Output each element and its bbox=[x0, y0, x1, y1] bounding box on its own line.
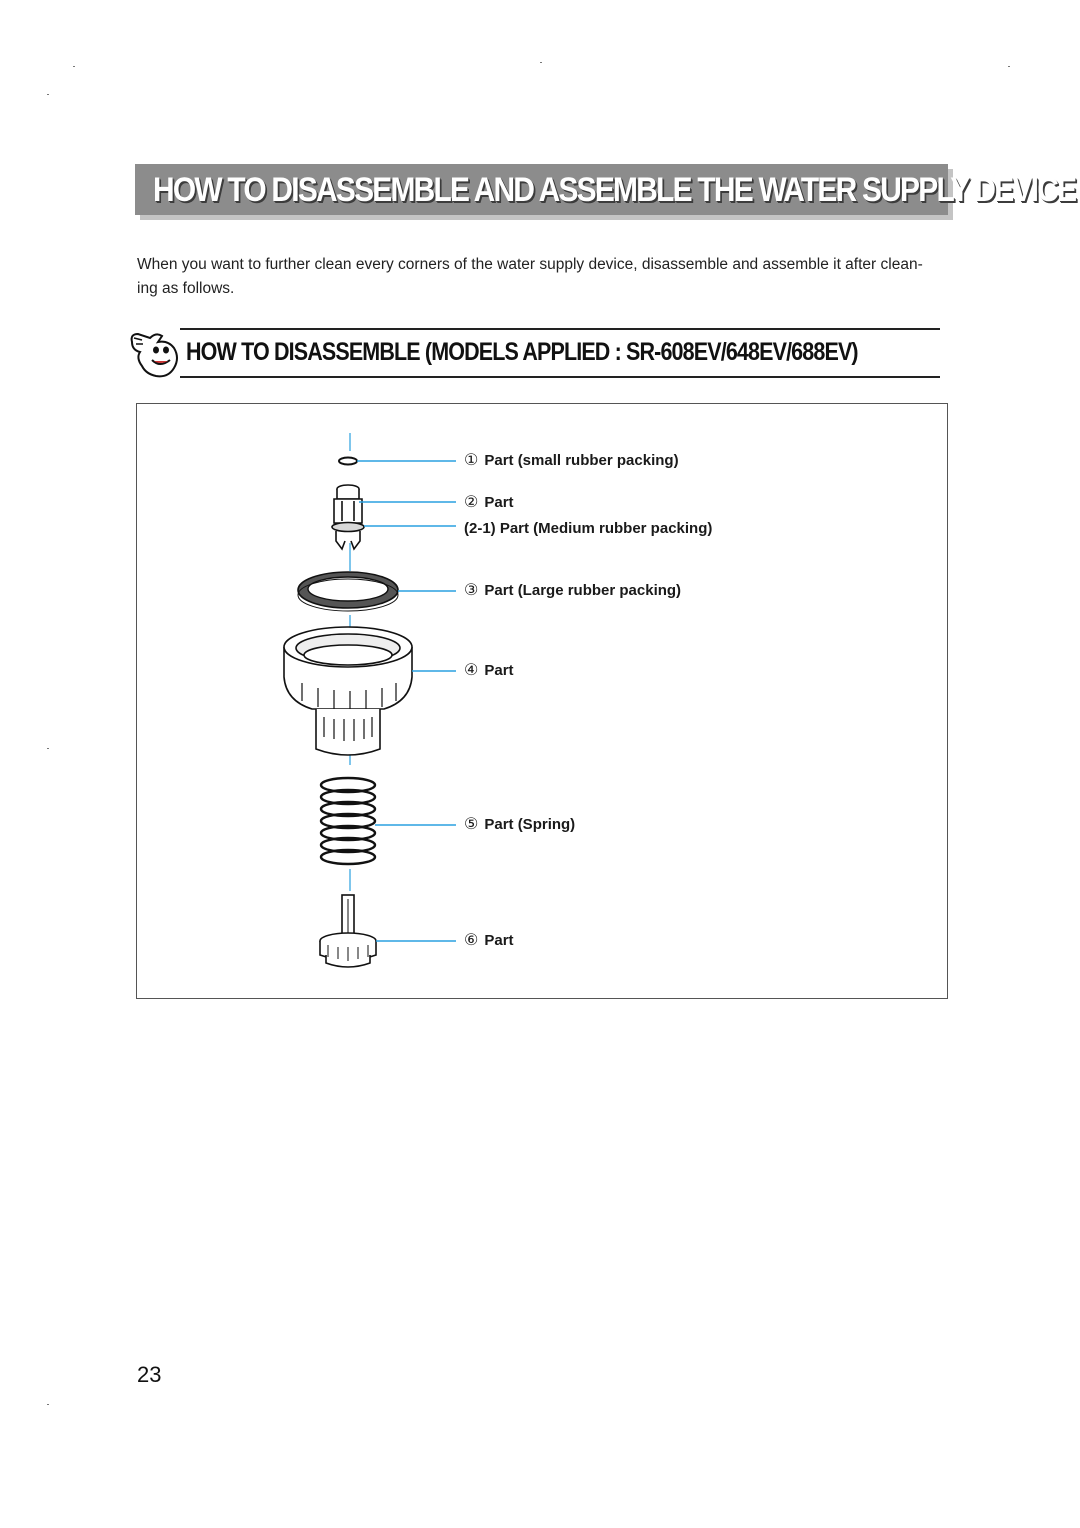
spring-drawing bbox=[319, 776, 377, 866]
page-number: 23 bbox=[137, 1362, 162, 1387]
title-banner: HOW TO DISASSEMBLE AND ASSEMBLE THE WATE… bbox=[135, 164, 1077, 215]
valve-stem-drawing bbox=[331, 484, 365, 551]
crop-mark bbox=[47, 1404, 49, 1405]
callout-part-2-1: (2-1) Part (Medium rubber packing) bbox=[464, 520, 713, 537]
crop-mark bbox=[540, 62, 542, 63]
page-title: HOW TO DISASSEMBLE AND ASSEMBLE THE WATE… bbox=[153, 171, 1077, 209]
diagram-panel bbox=[136, 403, 948, 999]
callout-leaders bbox=[357, 460, 456, 942]
crop-mark bbox=[47, 94, 49, 95]
crop-mark bbox=[73, 66, 75, 67]
housing-drawing bbox=[283, 626, 413, 756]
large-rubber-packing-drawing bbox=[297, 571, 399, 612]
crop-mark bbox=[1008, 66, 1010, 67]
exploded-diagram bbox=[283, 433, 456, 968]
bottom-cap-drawing bbox=[319, 894, 377, 968]
intro-text: When you want to further clean every cor… bbox=[137, 256, 923, 297]
section-title: HOW TO DISASSEMBLE (MODELS APPLIED : SR-… bbox=[186, 338, 859, 366]
section-heading: HOW TO DISASSEMBLE (MODELS APPLIED : SR-… bbox=[180, 328, 940, 378]
small-rubber-packing-drawing bbox=[338, 456, 358, 466]
crop-mark bbox=[47, 748, 49, 749]
hand-pointing-face-icon bbox=[130, 332, 178, 378]
